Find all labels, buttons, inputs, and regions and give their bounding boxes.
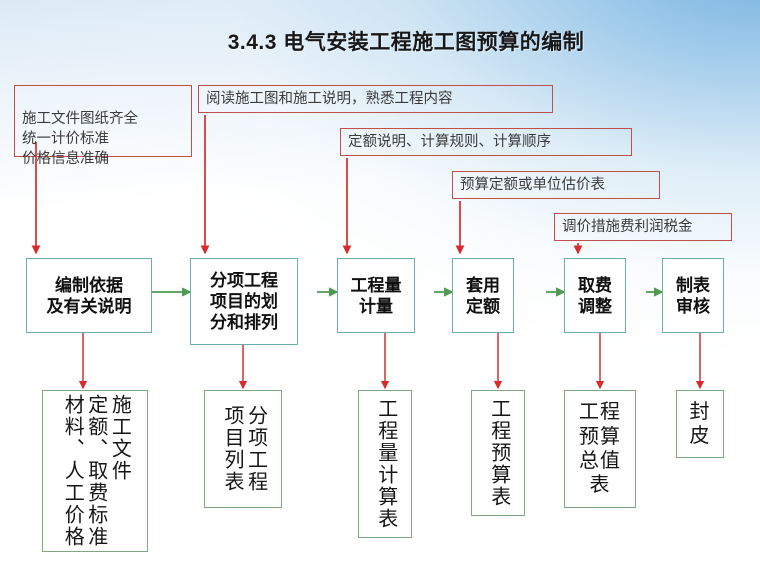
page-title: 3.4.3 电气安装工程施工图预算的编制 [227, 31, 585, 54]
note-quota-rules-text: 定额说明、计算规则、计算顺序 [348, 133, 551, 150]
note-read-drawings: 阅读施工图和施工说明，熟悉工程内容 [198, 85, 553, 113]
output-budget-total-label: 工程 预算 总值 表 [579, 401, 621, 497]
step-apply-quota-label: 套用 定额 [466, 275, 500, 316]
note-budget-quota: 预算定额或单位估价表 [452, 171, 660, 199]
output-basis-docs-label: 施工文件 定额、取费标准 材料、人工价格 [61, 394, 131, 548]
output-item-list-label: 分项工程 项目列表 [221, 405, 267, 493]
step-tabulate-review-label: 制表 审核 [676, 275, 710, 316]
step-apply-quota[interactable]: 套用 定额 [452, 258, 514, 333]
note-read-drawings-text: 阅读施工图和施工说明，熟悉工程内容 [206, 90, 453, 107]
note-quota-rules: 定额说明、计算规则、计算顺序 [340, 128, 632, 156]
step-basis-label: 编制依据 及有关说明 [46, 275, 132, 316]
output-quantity-sheet-label: 工程量计算表 [374, 398, 397, 530]
note-conditions-text: 施工文件图纸齐全 统一计价标准 价格信息准确 [22, 111, 138, 167]
note-conditions: 施工文件图纸齐全 统一计价标准 价格信息准确 [14, 85, 192, 167]
note-price-adjust-text: 调价措施费利润税金 [562, 218, 693, 235]
output-basis-docs[interactable]: 施工文件 定额、取费标准 材料、人工价格 [42, 390, 148, 552]
step-itemize-label: 分项工程 项目的划 分和排列 [210, 271, 278, 332]
step-quantity[interactable]: 工程量 计量 [337, 258, 415, 333]
step-fee-adjust[interactable]: 取费 调整 [564, 258, 626, 333]
step-tabulate-review[interactable]: 制表 审核 [662, 258, 724, 333]
step-basis[interactable]: 编制依据 及有关说明 [26, 258, 152, 333]
output-quantity-sheet[interactable]: 工程量计算表 [358, 390, 412, 538]
step-quantity-label: 工程量 计量 [350, 275, 402, 316]
output-budget-sheet-label: 工程预算表 [487, 398, 510, 508]
note-price-adjust: 调价措施费利润税金 [554, 213, 732, 241]
output-budget-total[interactable]: 工程 预算 总值 表 [564, 390, 636, 508]
note-budget-quota-text: 预算定额或单位估价表 [460, 176, 605, 193]
output-cover[interactable]: 封 皮 [676, 390, 724, 458]
output-cover-label: 封 皮 [689, 400, 711, 447]
output-item-list[interactable]: 分项工程 项目列表 [204, 390, 282, 508]
step-fee-adjust-label: 取费 调整 [578, 275, 612, 316]
step-itemize[interactable]: 分项工程 项目的划 分和排列 [190, 258, 298, 345]
output-budget-sheet[interactable]: 工程预算表 [471, 390, 525, 516]
